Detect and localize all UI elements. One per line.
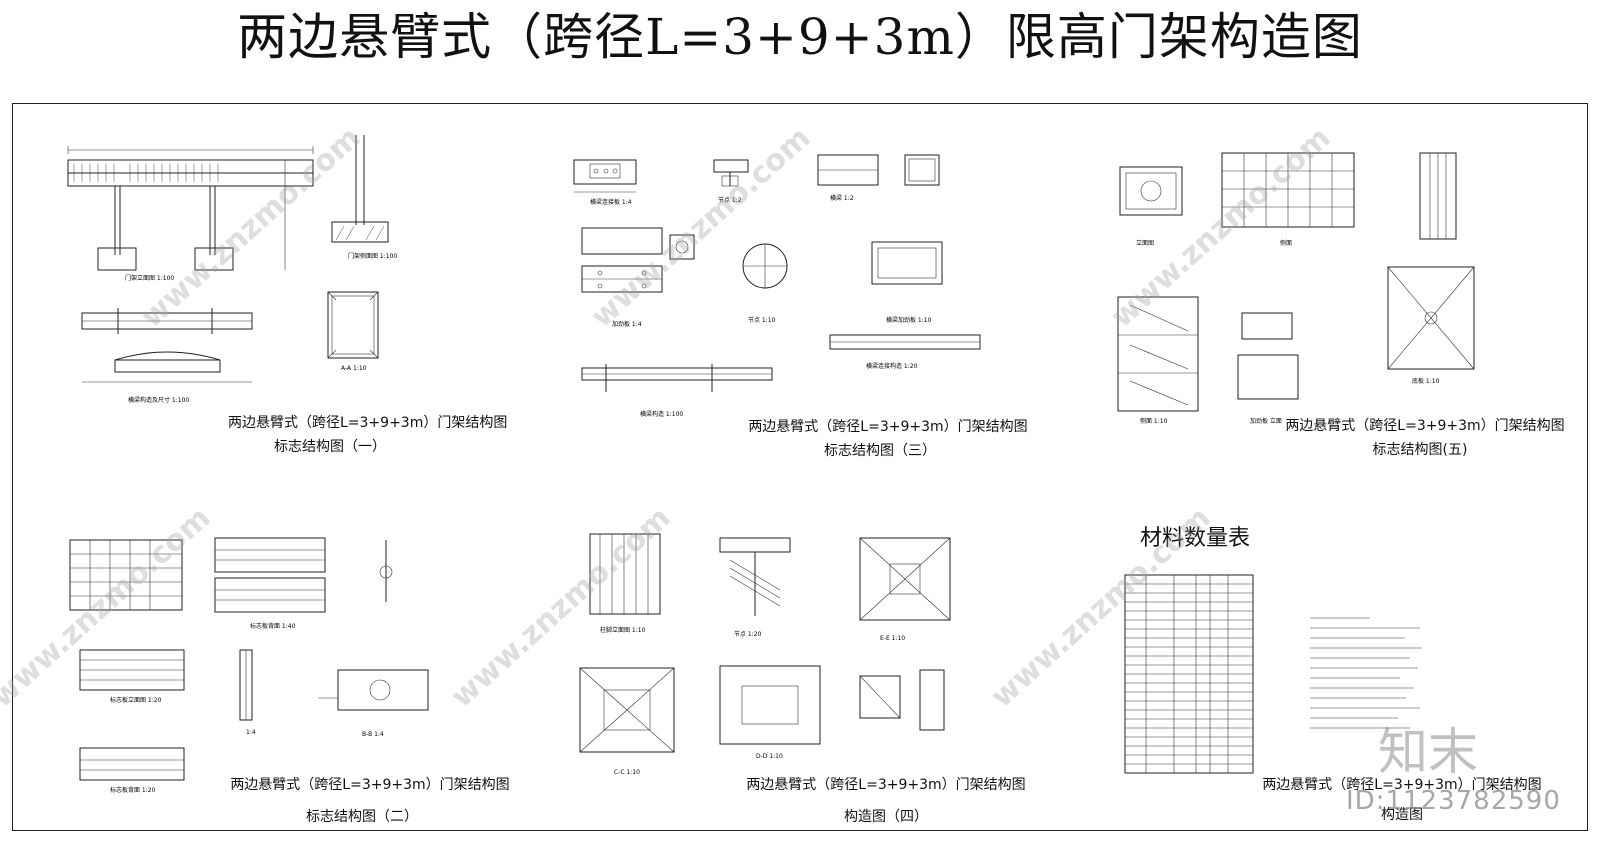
svg-text:侧面: 侧面 [1280, 239, 1292, 247]
sheet-2-drawing: 横梁连接板 1:4 节点 1:2 横梁 1:2 加劲板 1:4 节点 1:10 … [573, 154, 981, 418]
section-cc-label: C-C 1:10 [614, 769, 640, 776]
sheet-2-subtitle: 标志结构图（三） [824, 443, 936, 459]
sheet-4-caption: 两边悬臂式（跨径L=3+9+3m）门架结构图 [230, 777, 510, 793]
sheet-3-drawing: 立面图 侧面 侧面 1:10 加劲板 立面 底板 1:10 [1117, 152, 1475, 425]
svg-text:横梁连接板 1:4: 横梁连接板 1:4 [590, 198, 632, 206]
sheet-3-caption: 两边悬臂式（跨径L=3+9+3m）门架结构图 [1285, 418, 1565, 434]
sheet-3: 立面图 侧面 侧面 1:10 加劲板 立面 底板 1:10 两边悬臂式（跨径L=… [1100, 135, 1570, 465]
sheet-2-caption: 两边悬臂式（跨径L=3+9+3m）门架结构图 [748, 419, 1028, 435]
svg-text:门架立面图 1:100: 门架立面图 1:100 [125, 274, 174, 282]
page-title: 两边悬臂式（跨径L=3+9+3m）限高门架构造图 [237, 8, 1363, 66]
sheet-3-subtitle: 标志结构图(五) [1372, 442, 1468, 458]
sheet-4-subtitle: 标志结构图（二） [306, 809, 418, 825]
sheet-5-drawing: 柱脚立面图 1:10 节点 1:20 E-E 1:10 C-C 1:10 D-D… [579, 533, 951, 776]
sheet-5: 柱脚立面图 1:10 节点 1:20 E-E 1:10 C-C 1:10 D-D… [570, 520, 1040, 830]
svg-text:1:4: 1:4 [246, 729, 256, 736]
svg-text:横梁 1:2: 横梁 1:2 [830, 194, 854, 202]
svg-text:节点 1:2: 节点 1:2 [718, 196, 742, 204]
material-table-title: 材料数量表 [1140, 526, 1251, 551]
sheet-2: 横梁连接板 1:4 节点 1:2 横梁 1:2 加劲板 1:4 节点 1:10 … [560, 140, 1030, 460]
section-aa-label: A-A 1:10 [341, 365, 367, 372]
svg-text:标志板背面 1:40: 标志板背面 1:40 [250, 622, 296, 630]
svg-text:节点 1:20: 节点 1:20 [734, 630, 762, 638]
svg-text:侧面 1:10: 侧面 1:10 [1140, 417, 1168, 425]
brand-logo: 知末 [1378, 723, 1478, 781]
svg-text:柱脚立面图 1:10: 柱脚立面图 1:10 [600, 626, 646, 634]
sheet-1-subtitle: 标志结构图（一） [274, 439, 386, 455]
image-id: ID:1123782590 [1346, 786, 1561, 816]
svg-text:节点 1:10: 节点 1:10 [748, 316, 776, 324]
svg-text:加劲板 1:4: 加劲板 1:4 [612, 320, 642, 328]
notes-block [1310, 617, 1422, 729]
sheet-6-subtitle: 构造图 [1381, 807, 1423, 823]
material-table [1124, 574, 1254, 774]
svg-text:标志板背面 1:20: 标志板背面 1:20 [110, 786, 156, 794]
sheet-1-drawing: 门架立面图 1:100 门架侧面图 1:100 A-A 1:10 横梁构造及尺寸… [67, 135, 397, 404]
svg-text:底板 1:10: 底板 1:10 [1412, 377, 1440, 385]
section-bb-label: B-B 1:4 [362, 731, 384, 738]
section-ee-label: E-E 1:10 [880, 635, 905, 642]
sheet-4-drawing: 标志板背面 1:40 标志板立面图 1:20 标志板背面 1:20 1:4 B-… [69, 537, 429, 794]
sheet-5-caption: 两边悬臂式（跨径L=3+9+3m）门架结构图 [746, 777, 1026, 793]
svg-text:横梁加劲板 1:10: 横梁加劲板 1:10 [886, 316, 932, 324]
svg-text:门架侧面图 1:100: 门架侧面图 1:100 [348, 252, 397, 260]
svg-text:横梁连接构造 1:20: 横梁连接构造 1:20 [866, 362, 918, 370]
svg-text:横梁构造及尺寸 1:100: 横梁构造及尺寸 1:100 [128, 396, 189, 404]
drawing-frame [12, 103, 1588, 831]
svg-text:立面图: 立面图 [1136, 239, 1154, 247]
section-dd-label: D-D 1:10 [756, 753, 783, 760]
sheet-4: 标志板背面 1:40 标志板立面图 1:20 标志板背面 1:20 1:4 B-… [60, 520, 510, 830]
sheet-5-subtitle: 构造图（四） [844, 809, 928, 825]
svg-text:标志板立面图 1:20: 标志板立面图 1:20 [110, 696, 162, 704]
sheet-1: 门架立面图 1:100 门架侧面图 1:100 A-A 1:10 横梁构造及尺寸… [60, 130, 508, 460]
sheet-1-caption: 两边悬臂式（跨径L=3+9+3m）门架结构图 [228, 415, 508, 431]
sheet-6-caption: 两边悬臂式（跨径L=3+9+3m）门架结构图 [1262, 777, 1542, 793]
svg-text:横梁构造 1:100: 横梁构造 1:100 [640, 410, 683, 418]
svg-text:加劲板 立面: 加劲板 立面 [1250, 417, 1282, 425]
